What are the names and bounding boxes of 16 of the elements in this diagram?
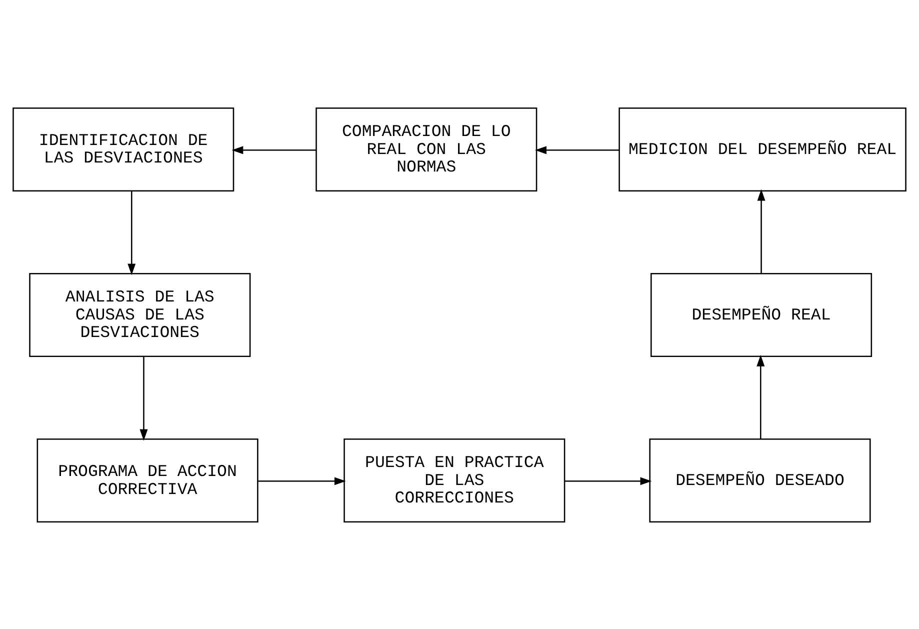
arrow <box>128 190 136 275</box>
node-box: COMPARACION DE LO REAL CON LAS NORMAS <box>316 106 538 191</box>
node-box: PUESTA EN PRACTICA DE LAS CORRECCIONES <box>344 438 566 522</box>
arrow <box>258 476 346 485</box>
node-box: DESEMPEÑO REAL <box>650 272 872 357</box>
node-box: ANALISIS DE LAS CAUSAS DE LAS DESVIACIONES <box>29 272 251 357</box>
arrow <box>140 356 148 440</box>
arrow <box>564 476 652 485</box>
arrow <box>535 146 619 154</box>
node-box: MEDICION DEL DESEMPEÑO REAL <box>618 106 906 191</box>
node-box: PROGRAMA DE ACCION CORRECTIVA <box>36 438 258 522</box>
arrow <box>756 354 765 438</box>
node-box: DESEMPEÑO DESEADO <box>649 438 871 522</box>
node-box: IDENTIFICACION DE LAS DESVIACIONES <box>12 106 234 191</box>
arrow <box>232 146 316 154</box>
arrow <box>757 188 766 273</box>
